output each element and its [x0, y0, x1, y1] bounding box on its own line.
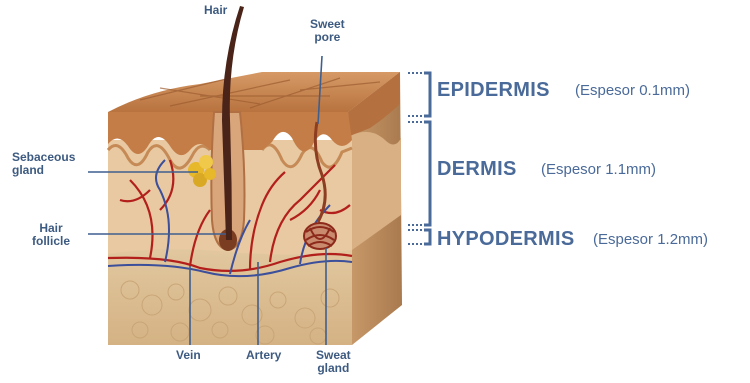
skin-block	[108, 6, 402, 345]
label-sweet-pore: Sweet pore	[310, 18, 345, 44]
layer-name-epidermis: EPIDERMIS	[437, 79, 550, 102]
layer-thickness-hypodermis: (Espesor 1.2mm)	[593, 231, 708, 248]
layer-brackets	[408, 73, 430, 244]
layer-name-dermis: DERMIS	[437, 158, 517, 181]
label-sebaceous-gland-line2: gland	[12, 164, 75, 177]
label-sweat-gland: Sweat gland	[316, 349, 351, 375]
layer-name-hypodermis: HYPODERMIS	[437, 228, 574, 251]
label-hair-follicle: Hair follicle	[32, 222, 70, 248]
hypodermis-bracket	[424, 230, 430, 244]
label-sweat-gland-line2: gland	[316, 362, 351, 375]
epidermis-bracket	[424, 73, 430, 116]
label-artery: Artery	[246, 349, 281, 362]
hypodermis-layer	[108, 245, 352, 345]
layer-thickness-epidermis: (Espesor 0.1mm)	[575, 82, 690, 99]
label-sweet-pore-line2: pore	[310, 31, 345, 44]
label-vein: Vein	[176, 349, 201, 362]
layer-thickness-dermis: (Espesor 1.1mm)	[541, 161, 656, 178]
label-hair: Hair	[204, 4, 227, 17]
label-hair-follicle-line2: follicle	[32, 235, 70, 248]
sweat-gland-coil	[304, 223, 336, 249]
label-sebaceous-gland: Sebaceous gland	[12, 151, 75, 177]
dermis-bracket	[424, 122, 430, 225]
